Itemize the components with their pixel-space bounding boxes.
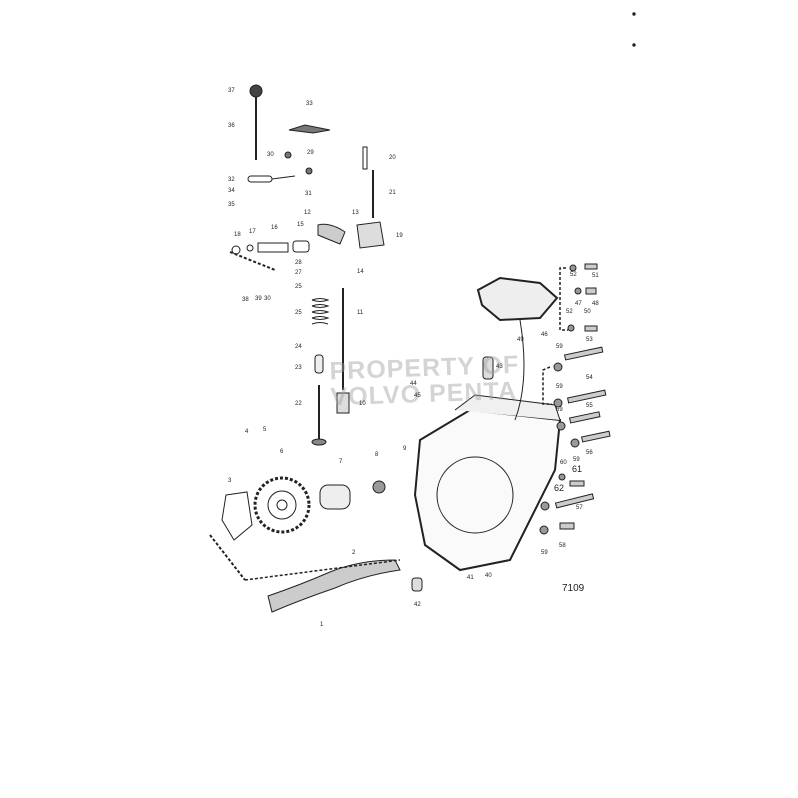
- part-bracket-19: [356, 221, 385, 249]
- part-housing: [413, 408, 562, 572]
- part-label-4: 4: [245, 429, 249, 435]
- part-label-42: 42: [414, 602, 421, 608]
- part-label-22: 22: [295, 401, 302, 407]
- part-label-47: 47: [575, 301, 582, 307]
- part-label-52b: 52: [566, 309, 573, 315]
- part-label-33: 33: [306, 101, 313, 107]
- part-label-32: 32: [228, 177, 235, 183]
- part-label-48: 48: [592, 301, 599, 307]
- part-label-44: 44: [410, 381, 417, 387]
- part-label-18: 18: [234, 232, 241, 238]
- part-label-27: 27: [295, 270, 302, 276]
- part-camshaft: [267, 559, 401, 613]
- part-label-8: 8: [375, 452, 379, 458]
- part-label-41: 41: [467, 575, 474, 581]
- part-label-59c: 59: [556, 407, 563, 413]
- part-label-35: 35: [228, 202, 235, 208]
- part-lever: [247, 175, 273, 183]
- reference-number: 7109: [562, 583, 585, 594]
- part-label-30a: 30: [267, 152, 274, 158]
- part-label-14: 14: [357, 269, 364, 275]
- part-label-59e: 59: [541, 550, 548, 556]
- part-label-59b: 59: [556, 384, 563, 390]
- part-label-5: 5: [263, 427, 267, 433]
- part-label-59d: 59: [573, 457, 580, 463]
- part-label-21: 21: [389, 190, 396, 196]
- part-label-19: 19: [396, 233, 403, 239]
- part-bolts: [554, 346, 611, 530]
- part-label-24: 24: [295, 344, 302, 350]
- part-cover: [476, 276, 559, 322]
- part-label-30b: 30: [264, 296, 271, 302]
- part-rocker-arm: [317, 223, 346, 245]
- part-label-6: 6: [280, 449, 284, 455]
- part-gear: [253, 476, 311, 534]
- part-label-61: 61: [572, 464, 583, 474]
- part-label-16: 16: [271, 225, 278, 231]
- part-label-40: 40: [485, 573, 492, 579]
- part-label-31: 31: [305, 191, 312, 197]
- part-label-26: 25: [295, 284, 302, 290]
- part-label-57: 57: [576, 505, 583, 511]
- part-label-39: 39: [255, 296, 262, 302]
- part-shaft: [257, 242, 289, 253]
- part-label-59a: 59: [556, 344, 563, 350]
- part-label-1: 1: [320, 622, 324, 628]
- part-label-20: 20: [389, 155, 396, 161]
- part-label-34: 34: [228, 188, 235, 194]
- part-label-13: 13: [352, 210, 359, 216]
- part-label-17: 17: [249, 229, 256, 235]
- part-label-11: 11: [357, 310, 364, 316]
- part-label-2: 2: [352, 550, 356, 556]
- part-knob: [249, 84, 263, 98]
- part-label-51: 51: [592, 273, 599, 279]
- part-label-49: 49: [517, 337, 524, 343]
- part-label-58: 58: [559, 543, 566, 549]
- part-label-50: 50: [584, 309, 591, 315]
- part-label-9: 9: [403, 446, 407, 452]
- part-label-52a: 52: [570, 272, 577, 278]
- part-label-56: 56: [586, 450, 593, 456]
- part-spring: [311, 298, 330, 325]
- part-label-23: 23: [295, 365, 302, 371]
- part-label-25: 25: [295, 310, 302, 316]
- watermark: PROPERTY OF VOLVO PENTA: [329, 351, 520, 412]
- part-bracket: [288, 124, 331, 134]
- part-bushing: [319, 484, 351, 510]
- part-label-43: 43: [496, 364, 503, 370]
- part-label-7: 7: [339, 459, 343, 465]
- part-label-36: 36: [228, 123, 235, 129]
- part-label-55: 55: [586, 403, 593, 409]
- part-plate: [221, 491, 253, 541]
- part-43: [482, 356, 494, 380]
- part-label-3: 3: [228, 478, 232, 484]
- part-bolt: [362, 146, 368, 170]
- part-label-54: 54: [586, 375, 593, 381]
- part-label-29: 29: [307, 150, 314, 156]
- part-label-38: 38: [242, 297, 249, 303]
- part-label-15: 15: [297, 222, 304, 228]
- part-label-60: 60: [560, 460, 567, 466]
- part-label-45: 45: [414, 393, 421, 399]
- part-label-28: 28: [295, 260, 302, 266]
- part-label-12: 12: [304, 210, 311, 216]
- part-label-37: 37: [228, 88, 235, 94]
- part-label-53: 53: [586, 337, 593, 343]
- part-label-10: 10: [359, 401, 366, 407]
- part-label-46: 46: [541, 332, 548, 338]
- part-label-62: 62: [554, 483, 565, 493]
